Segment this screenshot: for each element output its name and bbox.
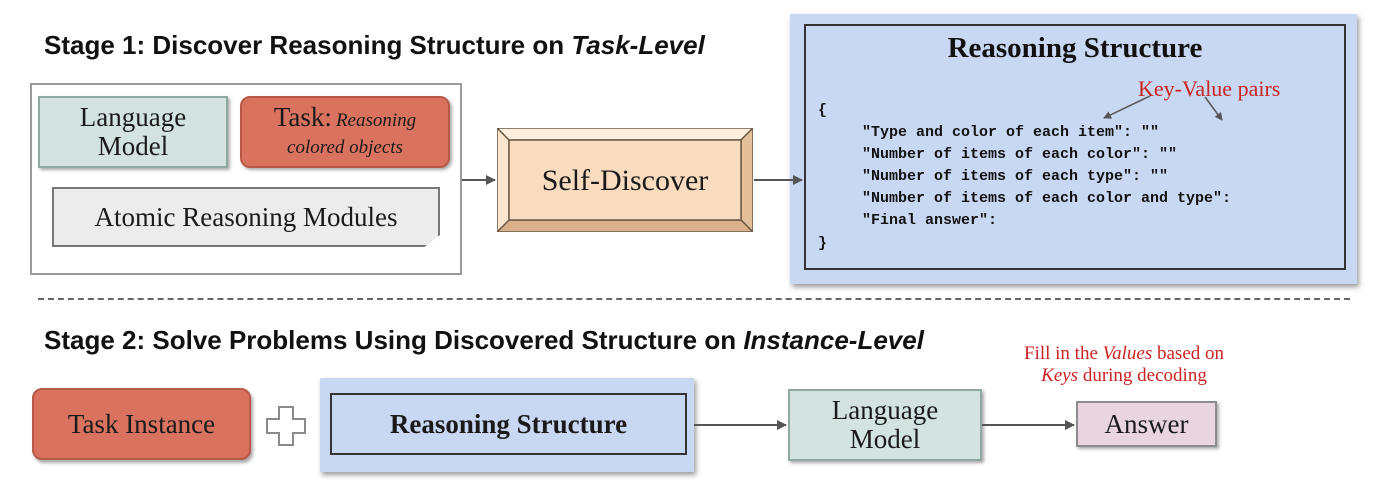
task-desc-line2: colored objects	[287, 136, 403, 158]
decoding-note: Fill in the Values based on Keys during …	[1023, 343, 1225, 386]
answer-box: Answer	[1076, 401, 1217, 447]
task-instance-label: Task Instance	[67, 408, 216, 439]
json-line: "Type and color of each item": ""	[862, 124, 1160, 141]
task-desc-line1: Reasoning	[335, 109, 417, 131]
json-open-brace: {	[818, 102, 828, 119]
reasoning-structure-title: Reasoning Structure	[947, 32, 1203, 64]
json-line: "Final answer":	[862, 212, 998, 229]
language-model-box: Language Model	[38, 96, 228, 168]
key-value-annotation: Key-Value pairs	[1138, 76, 1281, 101]
stage1-title-emphasis: Task-Level	[571, 30, 705, 60]
language-model-stage2-line2: Model	[849, 424, 921, 454]
stage-divider	[38, 298, 1350, 300]
language-model-line1: Language	[79, 102, 187, 132]
annotation-pointer-value	[1204, 96, 1223, 121]
atomic-reasoning-modules-label: Atomic Reasoning Modules	[94, 201, 398, 232]
stage2-title: Stage 2: Solve Problems Using Discovered…	[44, 325, 924, 355]
language-model-line2: Model	[97, 131, 169, 161]
annotation-pointer-key	[1103, 95, 1151, 119]
json-close-brace: }	[818, 235, 828, 252]
reasoning-structure-stage2-label: Reasoning Structure	[389, 408, 628, 439]
task-instance-box: Task Instance	[32, 388, 251, 460]
json-line: "Number of items of each color": ""	[862, 146, 1178, 163]
reasoning-structure-panel	[790, 14, 1357, 284]
task-box: Task: Reasoning colored objects	[240, 96, 450, 168]
reasoning-structure-frame	[804, 24, 1346, 270]
self-discover-label: Self-Discover	[542, 164, 709, 197]
language-model-stage2-line1: Language	[831, 395, 939, 425]
stage2-title-emphasis: Instance-Level	[743, 325, 924, 355]
json-line: "Number of items of each color and type"…	[862, 190, 1232, 207]
stage1-title: Stage 1: Discover Reasoning Structure on…	[44, 30, 705, 60]
reasoning-structure-stage2-box: Reasoning Structure	[330, 393, 687, 455]
self-discover-box: Self-Discover	[497, 128, 753, 232]
atomic-reasoning-modules-box: Atomic Reasoning Modules	[52, 187, 440, 247]
answer-label: Answer	[1104, 408, 1189, 439]
plus-icon	[266, 406, 306, 446]
json-line: "Number of items of each type": ""	[862, 168, 1169, 185]
task-label: Task:	[273, 101, 332, 132]
language-model-stage2-box: Language Model	[788, 389, 982, 461]
